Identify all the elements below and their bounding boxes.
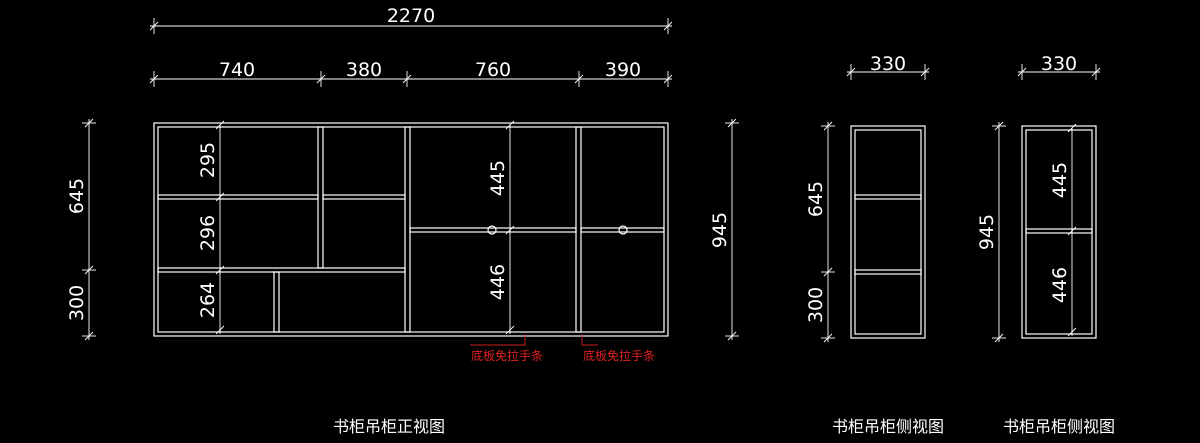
divider-3 bbox=[575, 126, 582, 333]
side-view-1: 330 645 300 bbox=[805, 53, 930, 343]
note-bottom-panel-1: 底板免拉手条 bbox=[471, 348, 543, 363]
overall-width-label: 2270 bbox=[387, 5, 435, 27]
compartment-height-5: 446 bbox=[487, 264, 509, 300]
front-outer-frame bbox=[153, 122, 669, 337]
side1-width: 330 bbox=[870, 53, 906, 75]
right-total-height: 945 bbox=[709, 212, 731, 248]
knob-1 bbox=[487, 225, 497, 235]
front-view-dimensions: 2270 740 380 760 390 645 300 945 bbox=[66, 5, 739, 341]
left-shelf-2 bbox=[157, 267, 406, 273]
side1-shelf-1 bbox=[854, 194, 922, 200]
side1-height-lower: 300 bbox=[805, 287, 827, 323]
compartment-height-1: 295 bbox=[197, 142, 219, 178]
front-inner-frame bbox=[157, 126, 665, 333]
divider-1 bbox=[317, 126, 324, 269]
left-height-lower: 300 bbox=[66, 285, 88, 321]
right-shelf-2 bbox=[580, 227, 665, 233]
left-shelf-1 bbox=[157, 194, 319, 200]
side2-width: 330 bbox=[1041, 53, 1077, 75]
bottom-divider bbox=[273, 271, 280, 333]
segment-width-3: 760 bbox=[475, 59, 511, 81]
side-view-2-title: 书柜吊柜侧视图 bbox=[1003, 417, 1115, 436]
front-view-cabinet bbox=[153, 122, 669, 337]
side2-compartment-lower: 446 bbox=[1049, 267, 1071, 303]
side2-shelf bbox=[1025, 228, 1093, 234]
side1-height-upper: 645 bbox=[805, 181, 827, 217]
right-shelf-1 bbox=[409, 227, 577, 233]
knob-2 bbox=[618, 225, 628, 235]
side2-total-height: 945 bbox=[976, 214, 998, 250]
left-height-upper: 645 bbox=[66, 178, 88, 214]
compartment-height-4: 445 bbox=[487, 160, 509, 196]
divider-2 bbox=[404, 126, 411, 333]
segment-width-4: 390 bbox=[605, 59, 641, 81]
compartment-height-3: 264 bbox=[197, 282, 219, 318]
note-bottom-panel-2: 底板免拉手条 bbox=[583, 348, 655, 363]
side-view-1-title: 书柜吊柜侧视图 bbox=[832, 417, 944, 436]
side1-shelf-2 bbox=[854, 269, 922, 275]
side1-outer-frame bbox=[850, 125, 926, 339]
front-view-title: 书柜吊柜正视图 bbox=[333, 417, 445, 436]
side2-compartment-upper: 445 bbox=[1049, 162, 1071, 198]
segment-width-2: 380 bbox=[346, 59, 382, 81]
side1-inner-frame bbox=[854, 129, 922, 335]
side-view-2: 330 945 445 446 bbox=[976, 53, 1101, 343]
compartment-height-2: 296 bbox=[197, 215, 219, 251]
front-view-notes: 底板免拉手条 底板免拉手条 bbox=[470, 334, 655, 363]
mid-shelf-1 bbox=[322, 194, 406, 200]
segment-width-1: 740 bbox=[219, 59, 255, 81]
side2-outer-frame bbox=[1021, 125, 1097, 339]
